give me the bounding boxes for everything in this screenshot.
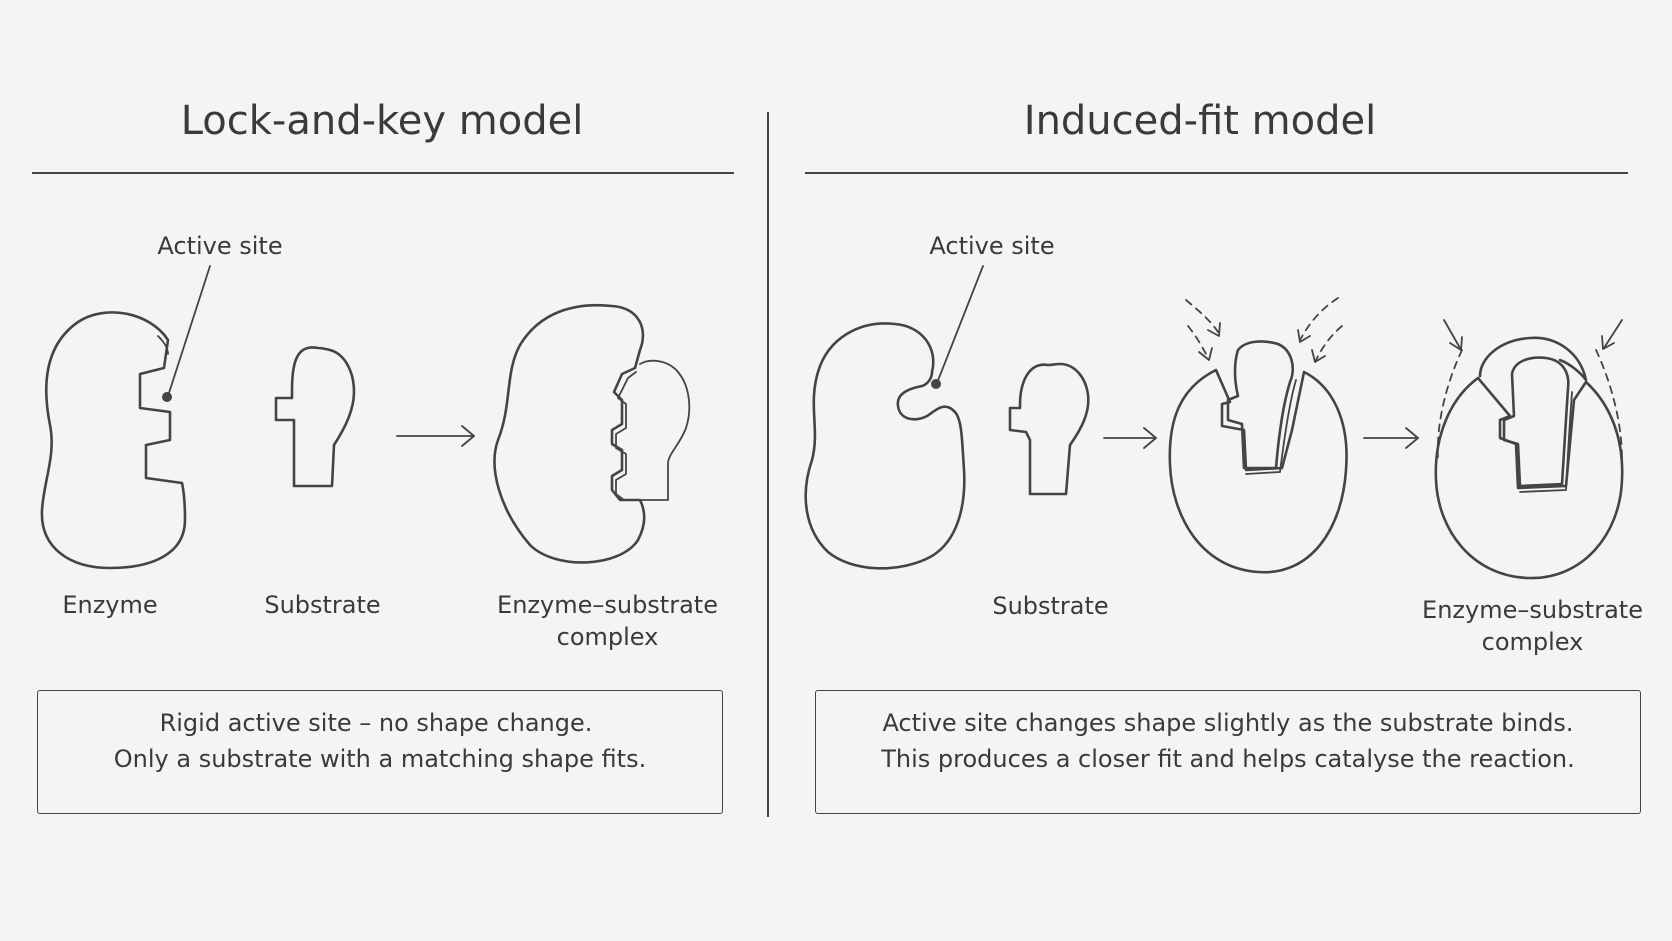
left-enzyme-label: Enzyme <box>62 591 158 619</box>
left-complex-label-line2: complex <box>556 623 659 651</box>
right-binding-shape <box>1168 340 1348 574</box>
right-arrow-2 <box>1363 427 1419 449</box>
left-active-site-pointer <box>162 265 211 402</box>
left-title-rule <box>32 172 734 174</box>
lock-and-key-title: Lock-and-key model <box>180 98 584 144</box>
right-note-line1: Active site changes shape slightly as th… <box>882 709 1574 737</box>
left-enzyme-shape <box>40 311 187 570</box>
right-arrow-1 <box>1103 427 1157 449</box>
right-complex-shape <box>1434 336 1624 580</box>
right-active-site-label: Active site <box>929 232 1055 260</box>
left-complex-label: Enzyme–substrate complex <box>495 589 720 653</box>
left-note-line2: Only a substrate with a matching shape f… <box>113 745 647 773</box>
induced-fit-inward-arrows-1 <box>1185 297 1343 363</box>
right-complex-label-line1: Enzyme–substrate <box>1422 596 1643 624</box>
left-active-site-label: Active site <box>157 232 283 260</box>
left-note-box: Rigid active site – no shape change. Onl… <box>37 690 723 814</box>
right-substrate-shape <box>1008 362 1090 496</box>
right-note-line2: This produces a closer fit and helps cat… <box>881 745 1575 773</box>
right-substrate-label: Substrate <box>992 592 1109 620</box>
left-complex-label-line1: Enzyme–substrate <box>497 591 718 619</box>
left-complex-shape <box>493 303 691 564</box>
right-complex-label-line2: complex <box>1481 628 1584 656</box>
left-substrate-shape <box>274 346 356 488</box>
right-enzyme-shape <box>804 322 966 570</box>
right-note-box: Active site changes shape slightly as th… <box>815 690 1641 814</box>
induced-fit-inward-arrows-2 <box>1436 319 1623 461</box>
left-arrow <box>396 425 475 447</box>
panel-divider <box>767 112 769 817</box>
left-substrate-label: Substrate <box>264 591 381 619</box>
right-complex-label: Enzyme–substrate complex <box>1420 594 1645 658</box>
induced-fit-title: Induced-fit model <box>1023 98 1377 144</box>
left-note-line1: Rigid active site – no shape change. <box>159 709 593 737</box>
right-active-site-pointer <box>931 265 984 389</box>
right-title-rule <box>805 172 1628 174</box>
